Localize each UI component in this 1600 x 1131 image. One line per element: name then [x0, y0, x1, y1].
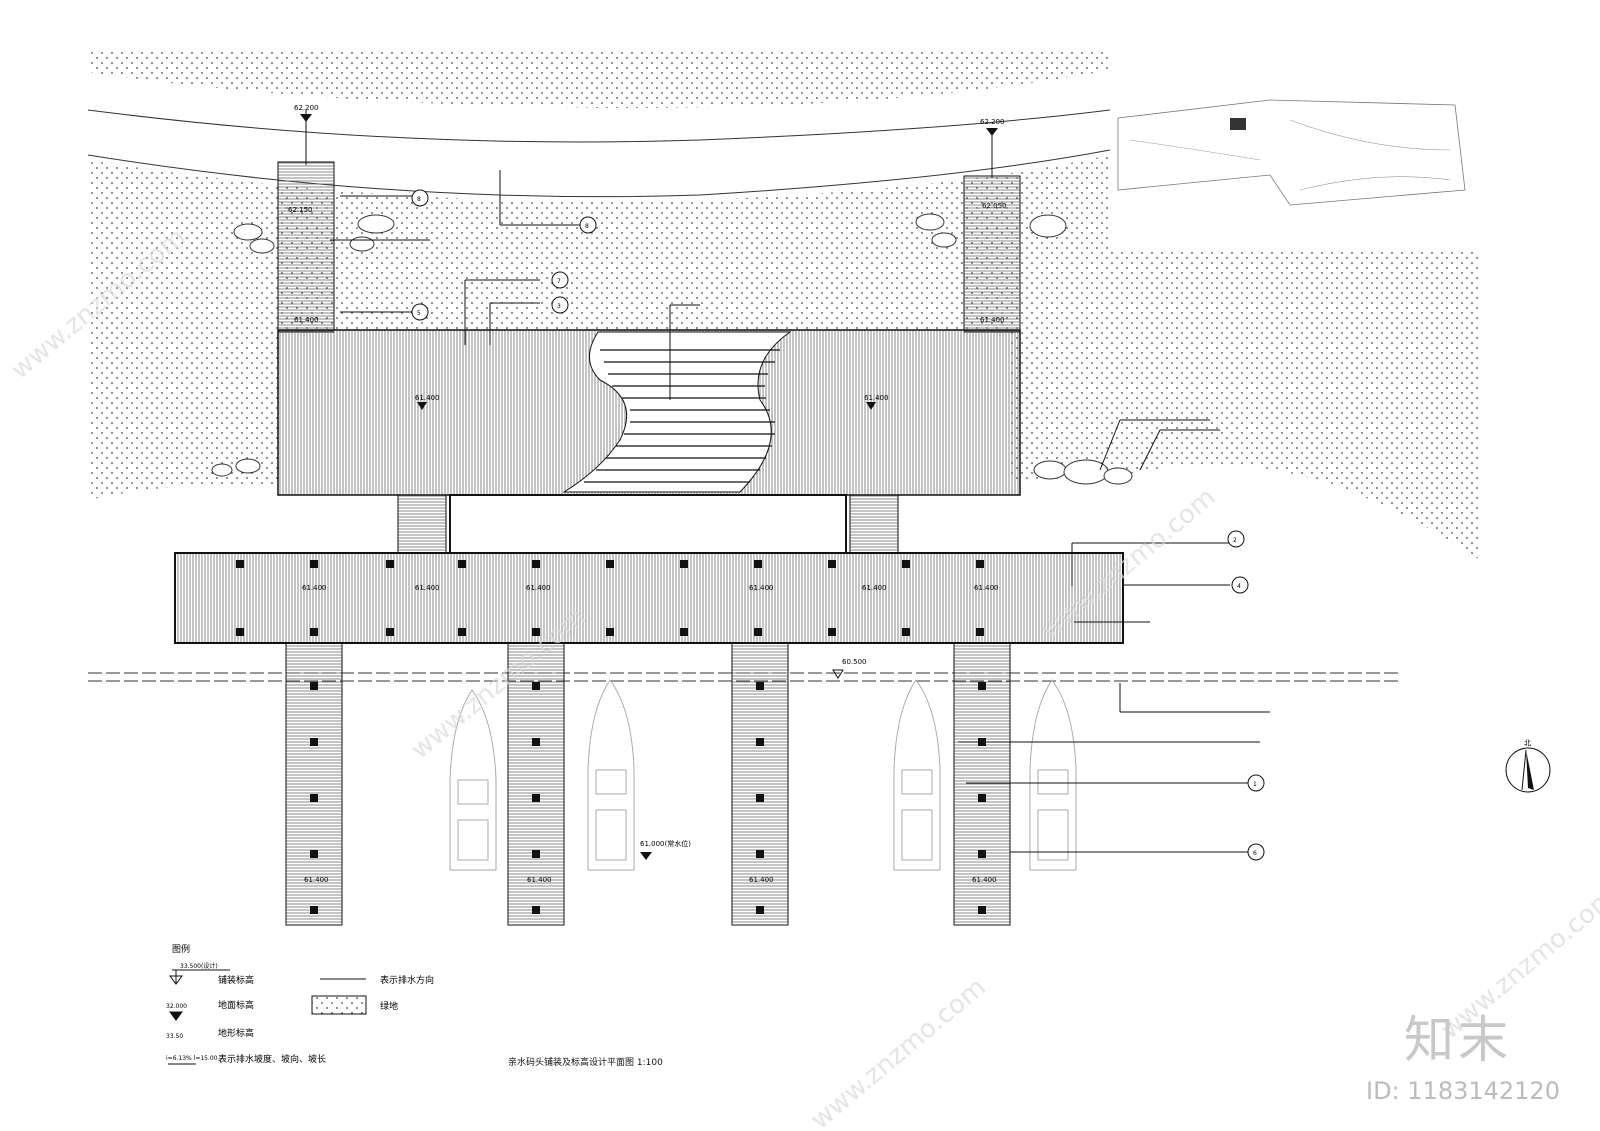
elev-top-right: 62.200 [980, 118, 1005, 126]
boat [1029, 679, 1077, 871]
water-note: 61.000(常水位) [640, 839, 691, 848]
main-pier [174, 552, 1124, 644]
callout-8b: 8 [585, 223, 589, 230]
key-map-marker [1230, 118, 1246, 130]
legend-line-label: 表示排水方向 [380, 974, 434, 986]
drawing-title: 亲水码头铺装及标高设计平面图 1:100 [508, 1058, 663, 1068]
legend-label-4: 表示排水坡度、坡向、坡长 [218, 1053, 326, 1065]
elev-pier: 61.400 [749, 584, 774, 592]
elev-pier: 61.400 [526, 584, 551, 592]
elev-finger: 61.400 [527, 876, 552, 884]
elev-finger: 61.400 [749, 876, 774, 884]
path-right [963, 175, 1021, 333]
leader-lines [305, 110, 1270, 853]
elev-path-right: 62.050 [982, 202, 1007, 210]
path-left [277, 161, 335, 333]
boat [587, 679, 635, 871]
lawn-area [88, 155, 1480, 560]
legend-symbol-2: 32.000 [166, 1003, 187, 1010]
svg-text:www.znzmo.com: www.znzmo.com [805, 972, 991, 1131]
legend-label-2: 地面标高 [218, 999, 254, 1011]
elev-water: 60.500 [842, 658, 867, 666]
watermark-brand: 知末 [1404, 1011, 1512, 1069]
step-lines [584, 349, 780, 483]
legend-label-1: 铺装标高 [218, 974, 254, 986]
legend-hatch-label: 绿地 [380, 1000, 398, 1012]
piles [236, 560, 986, 914]
road-edge [87, 109, 1111, 143]
legend-symbol-1: 33.500(设计) [180, 962, 218, 970]
elev-pier: 61.400 [302, 584, 327, 592]
watermark-id: ID: 1183142120 [1366, 1077, 1560, 1105]
callout-7: 7 [557, 278, 561, 285]
callout-2: 2 [1233, 537, 1237, 544]
elev-top-left: 62.200 [294, 104, 319, 112]
connector-left [397, 494, 447, 554]
steps-feature [562, 331, 792, 493]
legend-symbols [168, 969, 367, 1065]
elevation-markers [300, 114, 998, 679]
north-arrow [1505, 747, 1551, 793]
north-label: 北 [1524, 739, 1531, 747]
legend-symbol-3: 33.50 [166, 1033, 183, 1040]
callout-4: 4 [1237, 583, 1241, 590]
elev-platform-left: 61.400 [294, 316, 319, 324]
callout-5: 5 [417, 310, 421, 317]
legend-title: 图例 [172, 943, 190, 955]
rocks [211, 213, 1133, 485]
boat [893, 679, 941, 871]
elev-platform-right: 61.400 [980, 316, 1005, 324]
elev-finger: 61.400 [304, 876, 329, 884]
connector-right [849, 494, 899, 554]
opening [449, 494, 847, 554]
elev-path-left: 62.150 [288, 206, 313, 214]
elev-pier: 61.400 [974, 584, 999, 592]
elev-platform-mid-left: 61.400 [415, 394, 440, 402]
legend-label-3: 地形标高 [218, 1027, 254, 1039]
greenbelt-top [88, 52, 1110, 109]
legend-symbol-4: i=6.13% l=15.00 [166, 1055, 218, 1062]
callout-3: 3 [557, 303, 561, 310]
callout-6: 6 [1253, 850, 1257, 857]
elev-platform-mid-right: 61.400 [864, 394, 889, 402]
key-map [1117, 99, 1466, 206]
elev-pier: 61.400 [862, 584, 887, 592]
elev-pier: 61.400 [415, 584, 440, 592]
callout-markers [411, 189, 1265, 861]
callout-1: 1 [1253, 781, 1257, 788]
elev-finger: 61.400 [972, 876, 997, 884]
road-edge [87, 149, 1111, 198]
water-note-marker [640, 852, 652, 860]
boat [449, 689, 497, 871]
callout-8a: 8 [417, 196, 421, 203]
